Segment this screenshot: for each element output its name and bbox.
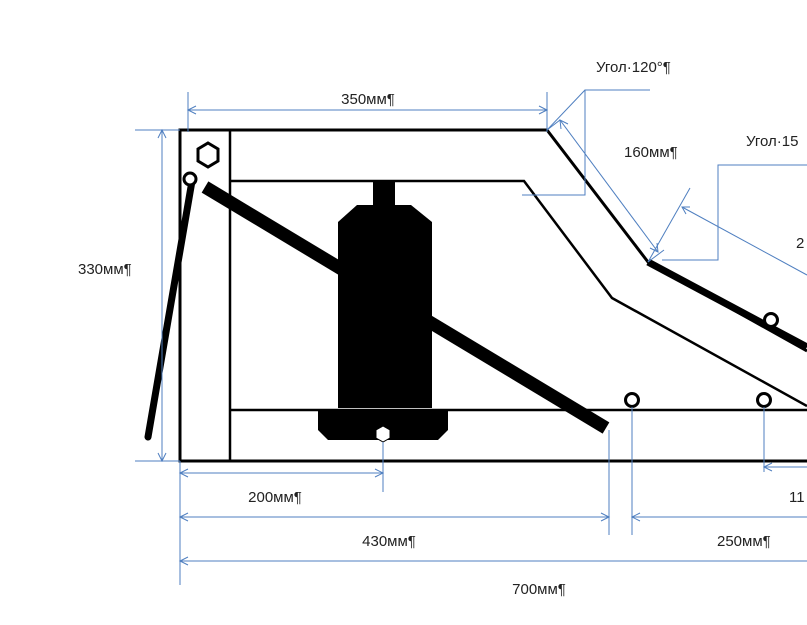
jack-piston bbox=[373, 181, 395, 205]
jack-base bbox=[318, 410, 448, 440]
label-height-330: 330мм¶ bbox=[78, 261, 132, 278]
hydraulic-jack bbox=[318, 181, 448, 443]
label-total-700: 700мм¶ bbox=[512, 581, 566, 598]
dimension-lines bbox=[135, 89, 807, 585]
label-bottom-430: 430мм¶ bbox=[362, 533, 416, 550]
dim-line-slope bbox=[559, 119, 659, 253]
angle-15x-leader bbox=[662, 164, 807, 261]
label-right-cut-2: 2 bbox=[796, 235, 804, 252]
dimension-labels: 350мм¶ Угол·120°¶ 160мм¶ Угол·15 2 330мм… bbox=[78, 59, 805, 598]
label-slope-160: 160мм¶ bbox=[624, 144, 678, 161]
label-angle-120: Угол·120°¶ bbox=[596, 59, 671, 76]
right-diagonal-bar bbox=[646, 258, 807, 351]
angle-120-leader bbox=[522, 89, 650, 196]
lower-pivot-2-icon bbox=[756, 392, 772, 408]
label-top-width: 350мм¶ bbox=[341, 91, 395, 108]
upper-right-pivot-icon bbox=[763, 312, 779, 328]
label-bottom-250: 250мм¶ bbox=[717, 533, 771, 550]
lower-pivot-1-icon bbox=[624, 392, 640, 408]
jack-cylinder bbox=[338, 205, 432, 408]
label-angle-15x: Угол·15 bbox=[746, 133, 798, 150]
hex-bolt-icon bbox=[196, 141, 220, 169]
label-right-11: 11 bbox=[789, 489, 805, 506]
jack-base-bolt-icon bbox=[375, 425, 391, 443]
left-support-bar bbox=[144, 177, 196, 441]
dim-line-right-slope bbox=[681, 206, 807, 276]
label-jack-200: 200мм¶ bbox=[248, 489, 302, 506]
left-pivot-icon bbox=[182, 171, 198, 187]
